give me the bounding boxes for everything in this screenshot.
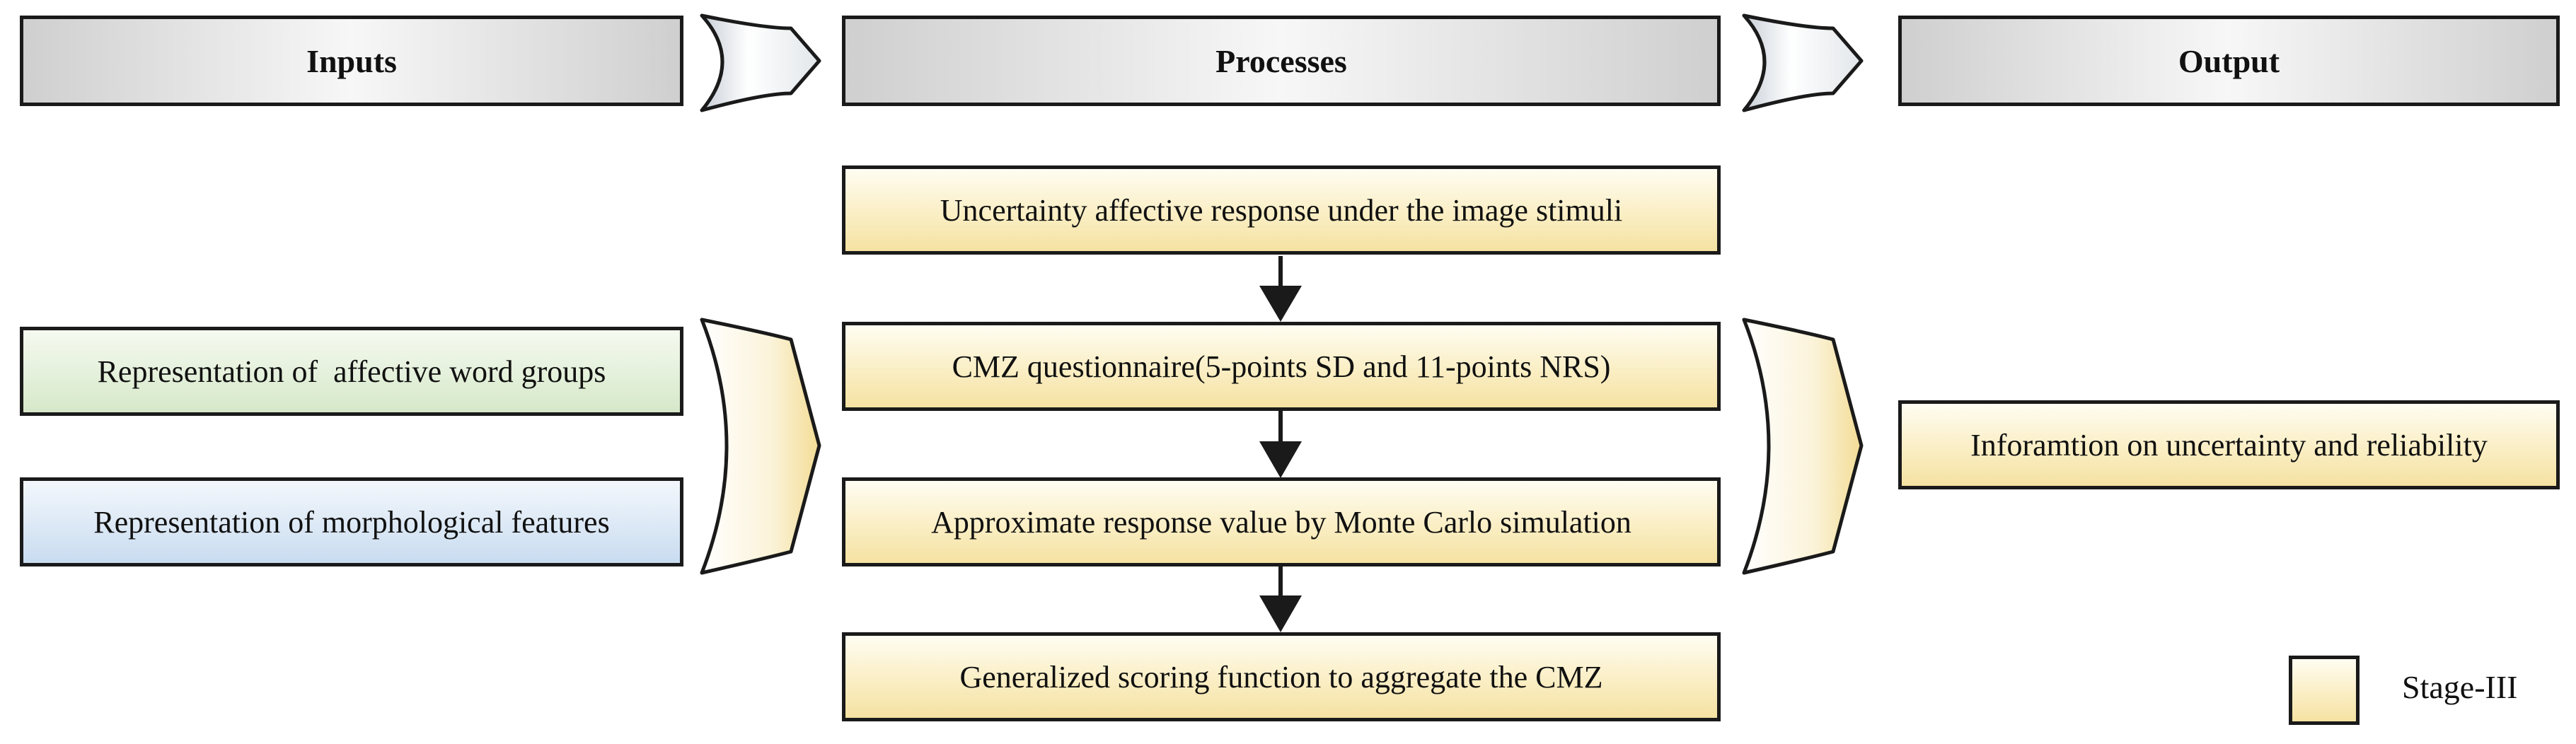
inputs-header: Inputs [20,16,683,106]
process-box-4: Generalized scoring function to aggregat… [842,632,1721,721]
process-box-3: Approximate response value by Monte Carl… [842,477,1721,566]
process-arrow-1 [1259,256,1302,322]
big-arrow-inputs-to-processes [700,318,821,575]
inputs-header-label: Inputs [306,42,397,79]
input-box-affective-words: Representation of affective word groups [20,327,683,416]
processes-header-label: Processes [1215,42,1347,79]
process-label-2: CMZ questionnaire(5-points SD and 11-poi… [952,349,1611,384]
process-label-4: Generalized scoring function to aggregat… [959,659,1603,694]
process-arrow-3 [1259,566,1302,632]
process-label-1: Uncertainty affective response under the… [940,192,1623,228]
input-label-2: Representation of morphological features [93,504,610,540]
output-box: Inforamtion on uncertainty and reliabili… [1898,400,2560,489]
process-arrow-2 [1259,410,1302,478]
legend-label: Stage-III [2402,669,2518,705]
output-header: Output [1898,16,2560,106]
header-arrow-inputs-to-processes [700,13,821,112]
output-label: Inforamtion on uncertainty and reliabili… [1970,427,2488,463]
legend-swatch [2289,656,2360,725]
process-label-3: Approximate response value by Monte Carl… [931,504,1631,540]
big-arrow-processes-to-output [1742,318,1864,575]
header-arrow-processes-to-output [1742,13,1864,112]
process-box-1: Uncertainty affective response under the… [842,165,1721,255]
process-box-2: CMZ questionnaire(5-points SD and 11-poi… [842,322,1721,411]
processes-header: Processes [842,16,1721,106]
output-header-label: Output [2178,42,2280,79]
input-label-1: Representation of affective word groups [97,354,606,389]
input-box-morphological-features: Representation of morphological features [20,477,683,566]
